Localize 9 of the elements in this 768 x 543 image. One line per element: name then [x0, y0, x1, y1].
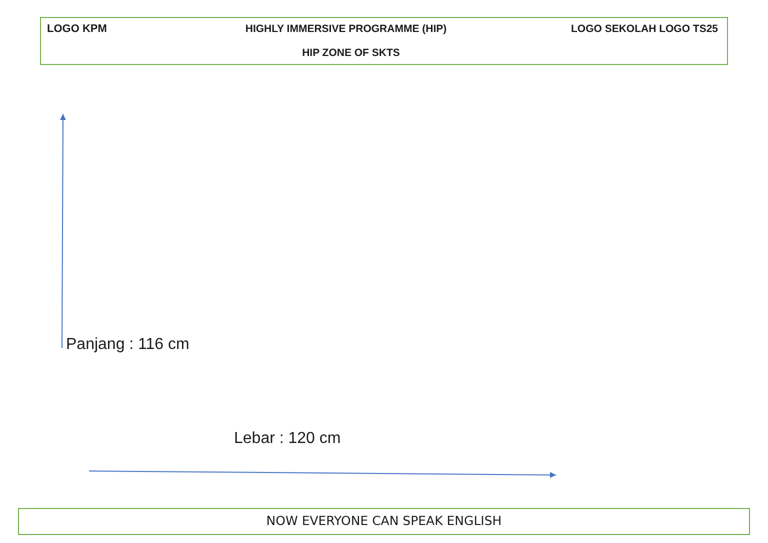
slogan-banner [18, 508, 750, 535]
dimension-label: Panjang : 116 cm [66, 335, 190, 355]
header-text: LOGO KPM [47, 23, 107, 37]
programme-title: HIGHLY IMMERSIVE PROGRAMME (HIP) [244, 23, 448, 36]
header-text: LOGO SEKOLAH LOGO TS25 [570, 23, 718, 36]
dimension-label: Lebar : 120 cm [234, 429, 341, 449]
slogan-text: NOW EVERYONE CAN SPEAK ENGLISH [265, 513, 503, 529]
header-banner [40, 17, 728, 65]
zone-subtitle: HIP ZONE OF SKTS [301, 47, 401, 60]
